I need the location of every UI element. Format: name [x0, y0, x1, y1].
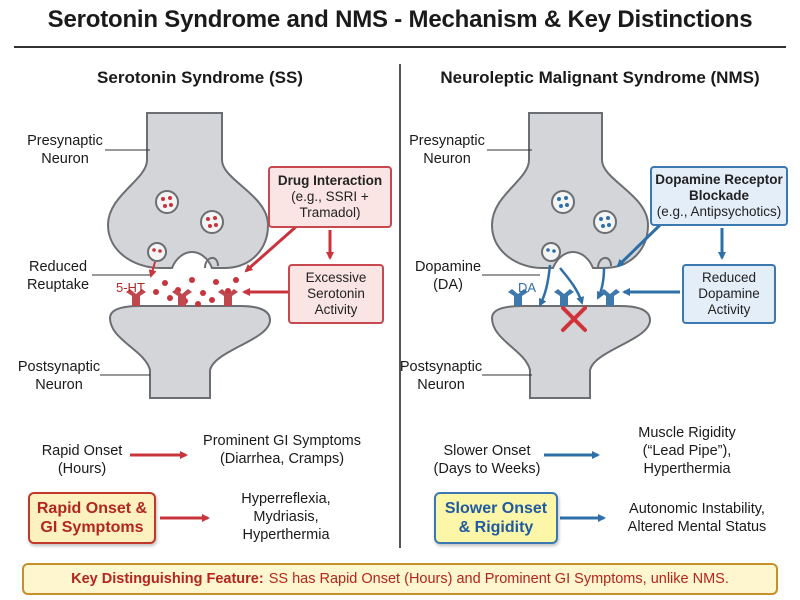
- nms-slower-onset-badge: Slower Onset& Rigidity: [434, 492, 558, 544]
- ss-vesicle: [147, 242, 167, 262]
- nms-vesicle: [593, 210, 617, 234]
- nms-dopamine-label: Dopamine(DA): [414, 259, 482, 293]
- nms-receptor: [508, 289, 620, 306]
- nms-presynaptic-neuron: [490, 112, 650, 269]
- nms-dopamine-blockade-box: Dopamine Receptor Blockade (e.g., Antips…: [650, 166, 788, 226]
- nms-onset-label: Slower Onset(Days to Weeks): [433, 443, 541, 477]
- ss-5ht-label: 5-HT: [116, 280, 145, 295]
- ss-vesicle: [155, 190, 179, 214]
- key-feature-text: SS has Rapid Onset (Hours) and Prominent…: [268, 571, 729, 587]
- ss-vesicle: [200, 210, 224, 234]
- key-feature-banner: Key Distinguishing Feature: SS has Rapid…: [22, 563, 778, 595]
- ss-rapid-onset-badge: Rapid Onset &GI Symptoms: [28, 492, 156, 544]
- key-feature-label: Key Distinguishing Feature:: [71, 571, 264, 587]
- ss-presynaptic-neuron: [106, 112, 270, 269]
- ss-onset-label: Rapid Onset(Hours): [41, 443, 123, 477]
- ss-excessive-serotonin-box: Excessive Serotonin Activity: [288, 264, 384, 324]
- ss-clinical-signs-label: Hyperreflexia,Mydriasis,Hyperthermia: [241, 491, 331, 543]
- ss-drug-interaction-box: Drug Interaction (e.g., SSRI + Tramadol): [268, 166, 392, 228]
- title-divider: [14, 46, 786, 48]
- ss-postsynaptic-neuron: [108, 305, 272, 399]
- ss-panel-heading: Serotonin Syndrome (SS): [97, 68, 303, 87]
- nms-reduced-dopamine-box: Reduced Dopamine Activity: [682, 264, 776, 324]
- ss-gi-symptoms-label: Prominent GI Symptoms(Diarrhea, Cramps): [203, 433, 361, 467]
- receptor-blocked-x-icon: [561, 306, 587, 332]
- nms-vesicle: [551, 190, 575, 214]
- ss-receptor: [126, 289, 238, 306]
- nms-rigidity-label: Muscle Rigidity(“Lead Pipe”),Hyperthermi…: [638, 425, 736, 477]
- page-title: Serotonin Syndrome and NMS - Mechanism &…: [47, 6, 753, 33]
- nms-panel-heading: Neuroleptic Malignant Syndrome (NMS): [440, 68, 760, 87]
- nms-vesicle: [541, 242, 561, 262]
- panel-divider: [399, 64, 401, 548]
- nms-clinical-signs-label: Autonomic Instability,Altered Mental Sta…: [627, 501, 767, 535]
- nms-da-label: DA: [518, 280, 537, 295]
